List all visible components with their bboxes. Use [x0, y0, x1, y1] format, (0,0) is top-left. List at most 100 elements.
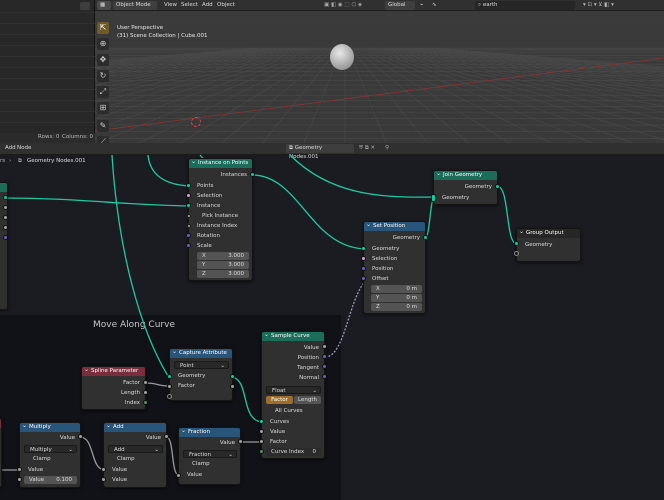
- menu-node[interactable]: Node: [17, 145, 32, 151]
- cube-object[interactable]: [330, 44, 354, 70]
- snap-icon[interactable]: ∿: [432, 2, 437, 8]
- socket-fraction-out[interactable]: [238, 439, 243, 444]
- operation-dropdown[interactable]: Multiply ⌄: [24, 445, 77, 453]
- transform-tool-icon[interactable]: ⊞: [97, 102, 109, 114]
- socket-capture-empty[interactable]: [167, 394, 172, 399]
- socket[interactable]: [3, 225, 8, 230]
- socket-points-in[interactable]: [186, 183, 191, 188]
- socket-instance-in[interactable]: [186, 203, 191, 208]
- transform-pivot-icon[interactable]: ⌁: [420, 2, 424, 8]
- socket-output-empty[interactable]: [514, 251, 519, 256]
- socket[interactable]: [3, 215, 8, 220]
- scale-tool-icon[interactable]: ⤢: [97, 86, 109, 98]
- node-spline-parameter[interactable]: Spline Parameter Factor Length Index: [81, 366, 146, 410]
- menu-object[interactable]: Object: [217, 2, 235, 8]
- menu-add[interactable]: Add: [202, 2, 213, 8]
- partial-node-left[interactable]: [0, 182, 8, 310]
- filter-icon[interactable]: [80, 2, 90, 10]
- socket-join-out[interactable]: [495, 184, 500, 189]
- socket-sample-normal-out[interactable]: [322, 374, 327, 379]
- socket-capture-factor-in[interactable]: [167, 384, 172, 389]
- move-tool-icon[interactable]: ✥: [97, 54, 109, 66]
- socket-output-geometry-in[interactable]: [514, 241, 519, 246]
- socket-multiply-in[interactable]: [17, 467, 22, 472]
- menu-select[interactable]: Select: [181, 2, 198, 8]
- socket-sample-factor-in[interactable]: [259, 439, 264, 444]
- clamp-checkbox[interactable]: Clamp: [33, 456, 51, 462]
- node-group-output[interactable]: Group Output Geometry: [516, 228, 581, 262]
- annotate-tool-icon[interactable]: ✎: [97, 120, 109, 132]
- menu-add[interactable]: Add: [5, 145, 16, 151]
- orientation-dropdown[interactable]: Global: [385, 1, 415, 10]
- domain-dropdown[interactable]: Point ⌄: [174, 361, 229, 369]
- socket-selection-in[interactable]: [186, 193, 191, 198]
- node-set-position[interactable]: Set Position Geometry Geometry Selection…: [363, 221, 426, 314]
- socket-setpos-geometry-in[interactable]: [361, 246, 366, 251]
- filter-icons[interactable]: ▾ ⊡ ▾ ⊻ ◧ ▾: [583, 2, 614, 8]
- socket-geometry[interactable]: [3, 195, 8, 200]
- fake-user-icon[interactable]: ⛨ ⧉ ✕: [359, 145, 376, 151]
- socket[interactable]: [3, 235, 8, 240]
- socket-setpos-offset-in[interactable]: [361, 276, 366, 281]
- 3d-viewport[interactable]: [95, 0, 664, 143]
- node-instance-on-points[interactable]: Instance on Points Instances Points Sele…: [188, 158, 253, 281]
- socket-capture-geometry-out[interactable]: [230, 374, 235, 379]
- object-type-icons[interactable]: ▣ ◧ ◉ ⬚ ⬡ ◈: [324, 2, 363, 8]
- node-add[interactable]: Add Value Add ⌄ Clamp Value Value: [103, 422, 167, 488]
- socket-multiply-in2[interactable]: [17, 477, 22, 482]
- socket-add-in2[interactable]: [101, 477, 106, 482]
- socket-capture-factor-out[interactable]: [230, 384, 235, 389]
- data-type-dropdown[interactable]: Float ⌄: [266, 386, 321, 394]
- menu-view[interactable]: View: [164, 2, 178, 8]
- node-sample-curve[interactable]: Sample Curve Value Position Tangent Norm…: [261, 331, 325, 459]
- socket[interactable]: [3, 205, 8, 210]
- node-capture-attribute[interactable]: Capture Attribute Point ⌄ Geometry Facto…: [169, 348, 233, 401]
- socket-instances-out[interactable]: [250, 172, 255, 177]
- operation-dropdown[interactable]: Fraction ⌄: [183, 450, 237, 458]
- socket-setpos-position-in[interactable]: [361, 266, 366, 271]
- socket-setpos-out[interactable]: [423, 235, 428, 240]
- socket-sample-index-in[interactable]: [259, 449, 264, 454]
- socket-spline-factor-out[interactable]: [143, 380, 148, 385]
- node-join-geometry[interactable]: Join Geometry Geometry Geometry: [433, 170, 498, 205]
- socket-rotation-in[interactable]: [186, 233, 191, 238]
- socket-sample-value-in[interactable]: [259, 429, 264, 434]
- partial-node-frame[interactable]: [0, 418, 2, 488]
- socket-spline-length-out[interactable]: [143, 390, 148, 395]
- socket-sample-curves-in[interactable]: [259, 419, 264, 424]
- socket-join-in[interactable]: [431, 194, 436, 202]
- socket-add-in1[interactable]: [101, 467, 106, 472]
- socket-fraction-in[interactable]: [176, 473, 181, 478]
- clamp-checkbox[interactable]: Clamp: [117, 456, 135, 462]
- mode-dropdown[interactable]: Object Mode: [113, 1, 157, 10]
- socket-sample-value-out[interactable]: [322, 344, 327, 349]
- socket-sample-position-out[interactable]: [322, 354, 327, 359]
- operation-dropdown[interactable]: Add ⌄: [108, 445, 163, 453]
- cursor-tool-icon[interactable]: ⊕: [97, 38, 109, 50]
- clamp-checkbox[interactable]: Clamp: [192, 461, 210, 467]
- all-curves-checkbox[interactable]: All Curves: [275, 408, 303, 414]
- node-fraction[interactable]: Fraction Value Fraction ⌄ Clamp Value: [178, 427, 241, 485]
- socket-sample-tangent-out[interactable]: [322, 364, 327, 369]
- socket-setpos-selection-in[interactable]: [361, 256, 366, 261]
- socket-capture-geometry-in[interactable]: [167, 374, 172, 379]
- socket-spline-index-out[interactable]: [143, 400, 148, 405]
- pin-icon[interactable]: ⚲: [385, 145, 390, 151]
- editor-type-icon[interactable]: ▦: [97, 1, 111, 10]
- mode-length-button[interactable]: Length: [294, 396, 321, 404]
- socket-scale-in[interactable]: [186, 243, 191, 248]
- socket-multiply-out[interactable]: [78, 434, 83, 439]
- select-tool-icon[interactable]: ⇱: [97, 22, 109, 34]
- socket-add-out[interactable]: [164, 434, 169, 439]
- node-tree-selector[interactable]: ⧉ Geometry Nodes.001: [286, 144, 354, 160]
- search-input[interactable]: ⌕ earth: [475, 1, 575, 10]
- mode-factor-button[interactable]: Factor: [266, 396, 293, 404]
